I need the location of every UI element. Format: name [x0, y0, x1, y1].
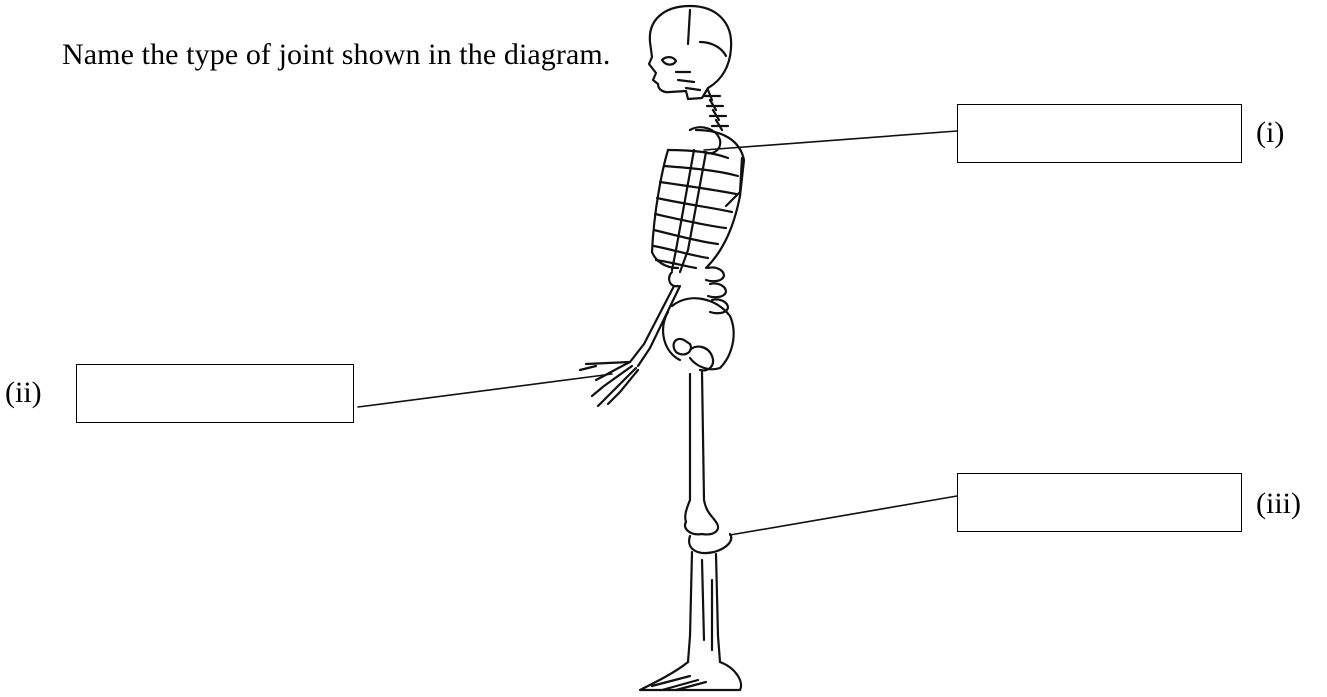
lumbar-spine — [706, 267, 728, 313]
question-text: Name the type of joint shown in the diag… — [62, 38, 610, 72]
leader-line-ii — [358, 374, 612, 407]
skull — [649, 6, 731, 99]
label-iii: (iii) — [1256, 487, 1301, 521]
label-i: (i) — [1256, 116, 1284, 150]
foot — [640, 662, 741, 690]
answer-box-ii[interactable] — [76, 364, 354, 423]
lower-leg — [688, 534, 731, 662]
leader-line-iii — [730, 496, 957, 535]
answer-box-iii[interactable] — [957, 473, 1242, 532]
femur — [685, 347, 718, 535]
answer-box-i[interactable] — [957, 104, 1242, 163]
cervical-spine — [704, 90, 728, 130]
label-ii: (ii) — [5, 376, 42, 410]
leader-line-i — [704, 131, 957, 150]
pelvis — [663, 298, 734, 369]
